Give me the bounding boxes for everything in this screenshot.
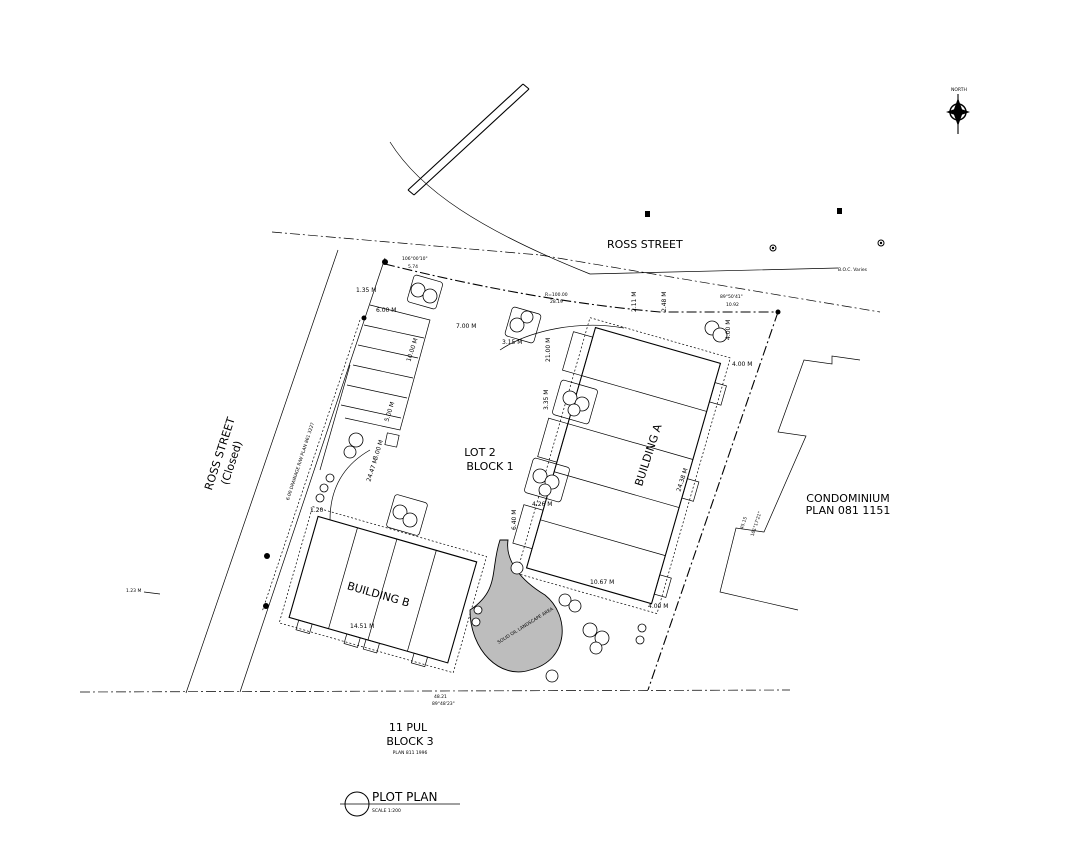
culvert — [407, 83, 530, 196]
road-centerline — [271, 231, 541, 256]
svg-text:3.35 M: 3.35 M — [543, 390, 550, 410]
building-b — [278, 506, 488, 674]
lot-top-boundary — [384, 263, 780, 313]
svg-text:10.67 M: 10.67 M — [590, 579, 614, 586]
scale-text: SCALE 1:200 — [372, 808, 401, 814]
pul-plan-label: PLAN 811 1996 — [393, 750, 428, 756]
svg-text:89°48'23": 89°48'23" — [432, 701, 455, 707]
svg-text:4.00 M: 4.00 M — [648, 603, 668, 610]
ross-street-label: ROSS STREET — [607, 238, 683, 251]
building-b-label: BUILDING B — [346, 579, 412, 609]
svg-text:1.35 M: 1.35 M — [356, 287, 376, 294]
svg-text:3.00 M: 3.00 M — [372, 439, 385, 461]
svg-text:R=100.00: R=100.00 — [545, 292, 568, 298]
condo-label: CONDOMINIUM — [806, 492, 889, 505]
road-edge — [389, 141, 839, 275]
pul-block-label: BLOCK 3 — [386, 735, 433, 748]
svg-text:6.00 DRAINAGE R/W PLAN 861 322: 6.00 DRAINAGE R/W PLAN 861 3227 — [285, 422, 316, 502]
ross-street-closed-line-2 — [239, 257, 386, 693]
svg-text:14.51 M: 14.51 M — [350, 623, 374, 630]
svg-text:28.19: 28.19 — [550, 299, 563, 305]
svg-text:7.00 M: 7.00 M — [456, 323, 476, 330]
title-text: PLOT PLAN — [372, 790, 437, 804]
svg-text:5.74: 5.74 — [408, 264, 418, 270]
parking-stalls — [340, 304, 431, 448]
svg-text:NORTH: NORTH — [951, 87, 967, 93]
boc-label: B.O.C. Varies — [838, 267, 868, 273]
svg-text:2.11 M: 2.11 M — [631, 292, 638, 312]
svg-text:6.00 M: 6.00 M — [376, 307, 396, 314]
svg-text:4.00 M: 4.00 M — [725, 320, 732, 340]
building-a — [512, 317, 731, 615]
title-block: PLOT PLAN SCALE 1:200 — [340, 790, 460, 817]
right-boundary — [647, 311, 779, 691]
building-a-label: BUILDING A — [632, 422, 664, 488]
condominium-outline — [719, 355, 861, 611]
landscape-area — [469, 539, 563, 673]
svg-text:10.92: 10.92 — [726, 302, 739, 308]
condo-plan-label: PLAN 081 1151 — [806, 504, 891, 517]
svg-text:101°17'21": 101°17'21" — [750, 511, 764, 537]
svg-text:89°50'41": 89°50'41" — [720, 294, 743, 300]
svg-text:2.48 M: 2.48 M — [661, 292, 668, 312]
svg-text:45.15: 45.15 — [739, 516, 749, 530]
svg-text:24.47 M: 24.47 M — [365, 457, 379, 482]
bottom-boundary — [79, 689, 791, 693]
svg-text:4.26 M: 4.26 M — [532, 501, 552, 508]
svg-text:48.21: 48.21 — [434, 694, 447, 700]
svg-text:3.15 M: 3.15 M — [502, 339, 522, 346]
svg-text:21.00 M: 21.00 M — [545, 338, 552, 362]
left-dim-label: 1.23 M — [126, 588, 141, 594]
block-label: BLOCK 1 — [466, 460, 513, 473]
lot-label: LOT 2 — [464, 446, 496, 459]
trees — [315, 282, 728, 683]
svg-text:106°00'10": 106°00'10" — [402, 256, 428, 262]
svg-text:10.00 M: 10.00 M — [405, 337, 419, 362]
svg-text:1.20: 1.20 — [310, 507, 324, 514]
svg-text:4.00 M: 4.00 M — [732, 361, 752, 368]
svg-text:5.00 M: 5.00 M — [383, 401, 396, 423]
north-arrow-icon: NORTH — [946, 87, 970, 134]
pul-label: 11 PUL — [389, 721, 428, 734]
ross-street-closed-line-1 — [185, 249, 339, 694]
svg-text:6.40 M: 6.40 M — [511, 510, 518, 530]
